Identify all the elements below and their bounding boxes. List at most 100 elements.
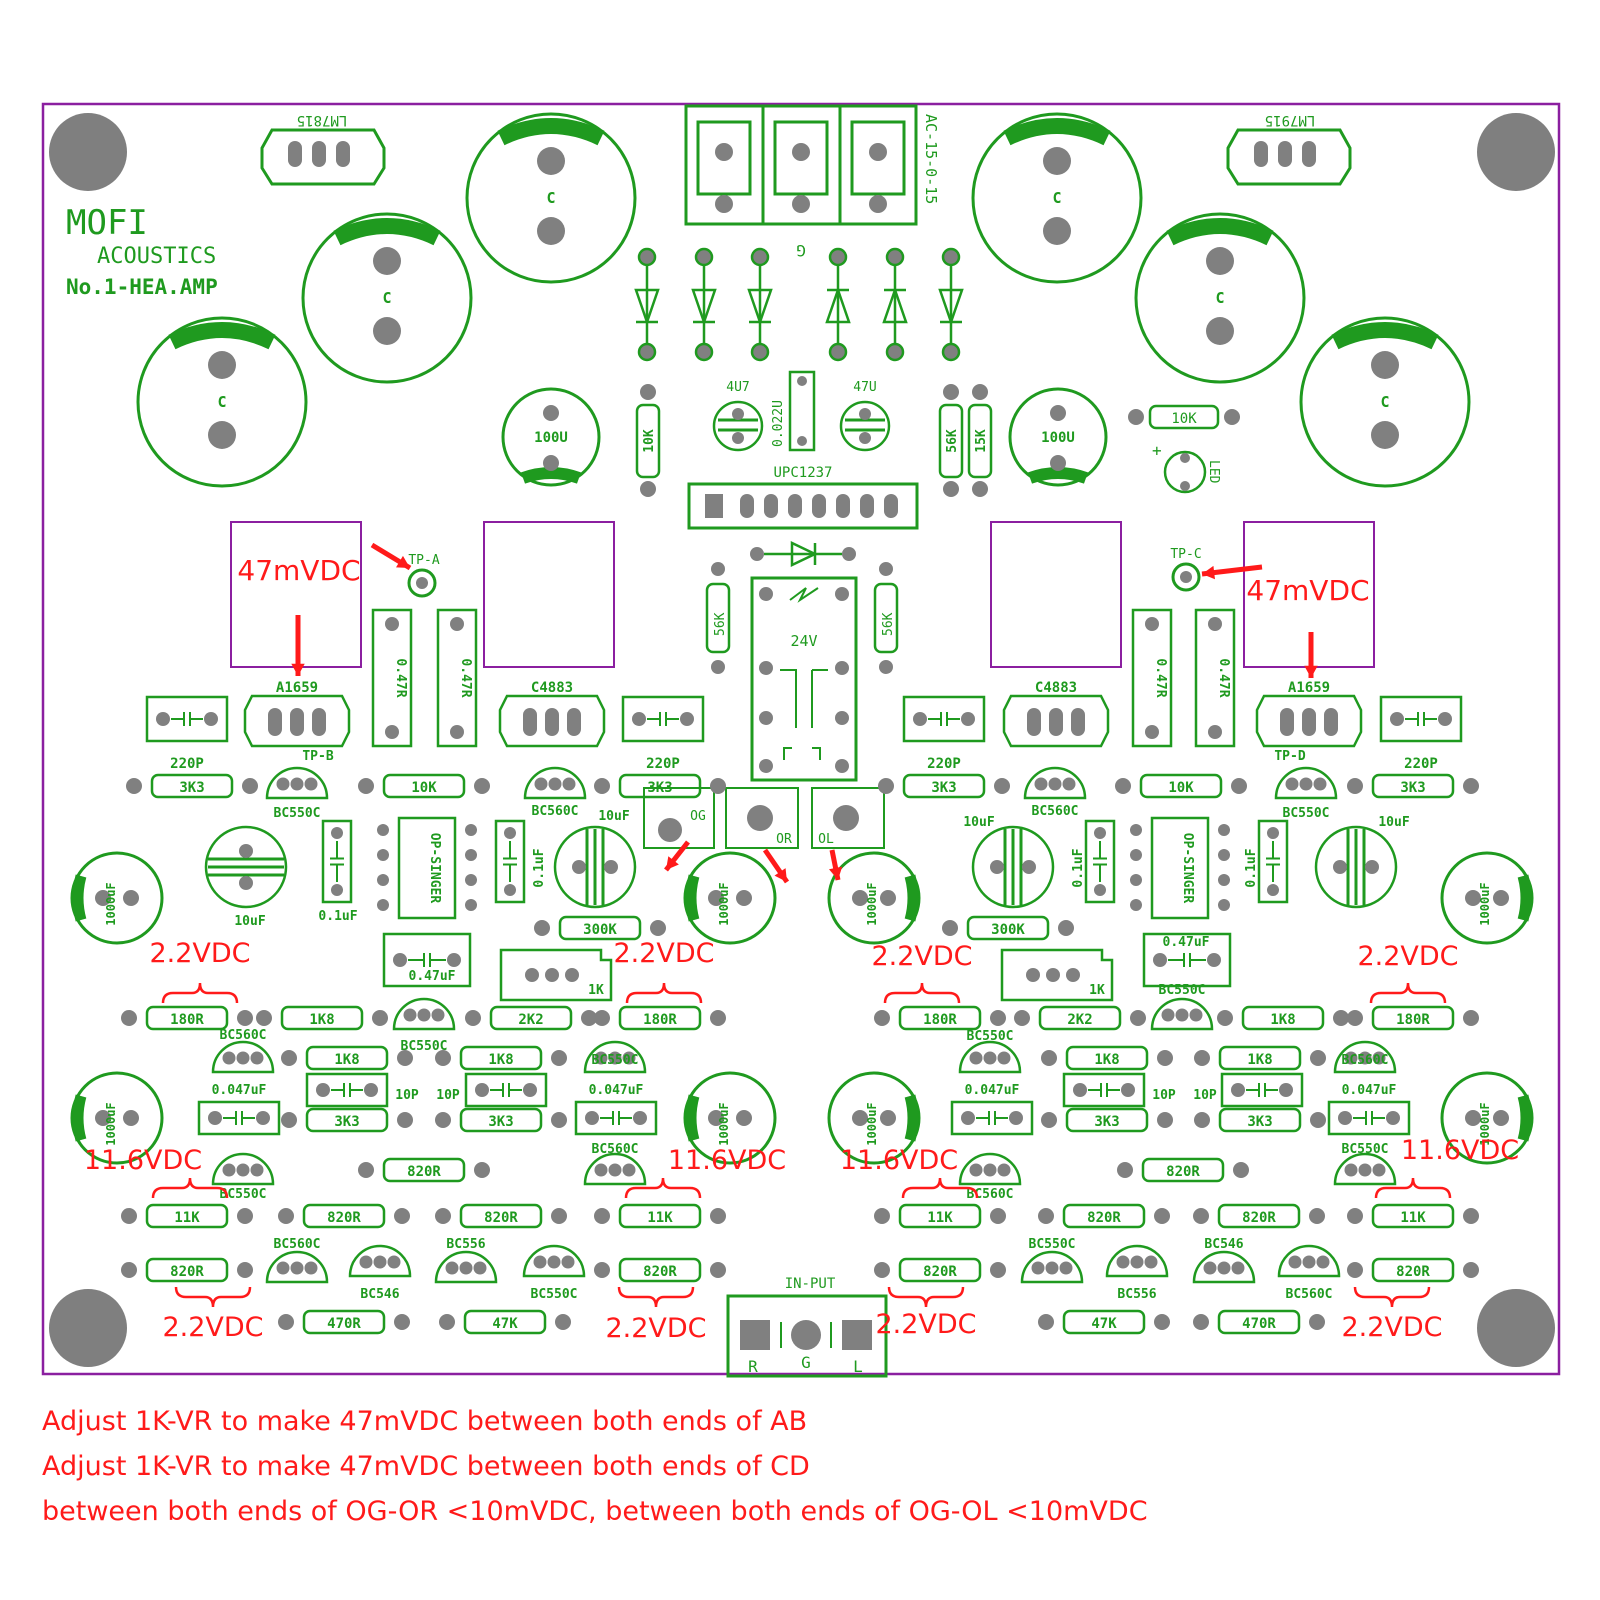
component-label: 3K3 (647, 780, 672, 796)
ac-connector (684, 104, 918, 226)
resistor-56k-right-label: 56K (881, 612, 896, 636)
component-label: BC560C (1342, 1053, 1389, 1068)
relay: 24V (750, 576, 858, 782)
resistor-047r: 0.47R (1131, 608, 1173, 748)
resistor: 3K3 (594, 773, 726, 799)
component-label: BC560C (1032, 804, 1079, 819)
film-capacitor (1142, 932, 1232, 988)
brand-sub: ACOUSTICS (97, 244, 216, 269)
annotation-arrowhead (291, 663, 305, 676)
component-label: 3K3 (334, 1114, 359, 1130)
film-capacitor (382, 932, 472, 988)
component-label: 0.47R (1153, 658, 1168, 697)
capacitor-1000uf: 1000uF (827, 851, 921, 945)
component-label: 0.47R (1216, 658, 1231, 697)
resistor: 470R (1193, 1309, 1325, 1335)
component-label: BC560C (1286, 1287, 1333, 1302)
component-label: 820R (407, 1164, 441, 1180)
transistor: BC550C (522, 1244, 586, 1302)
component-label: 0.47R (458, 658, 473, 697)
component-label: 10uF (234, 914, 265, 929)
component-label: 1K8 (309, 1012, 334, 1028)
resistor: 820R (1193, 1203, 1325, 1229)
input-connector: IN-PUT R G L (726, 1276, 888, 1378)
component-label: 15K (974, 429, 989, 453)
component-label: BC560C (274, 1237, 321, 1252)
resistor: 180R (594, 1005, 726, 1031)
capacitor-10uf (553, 825, 637, 909)
resistor: 11K (594, 1203, 726, 1229)
resistor: 820R (435, 1203, 567, 1229)
component-label: 10P (1152, 1088, 1176, 1103)
resistor: 1K8 (1194, 1045, 1326, 1071)
resistor: 11K (121, 1203, 253, 1229)
component-label: 11K (927, 1210, 953, 1226)
component-label: BC550C (967, 1029, 1014, 1044)
component-label: 1K (588, 983, 604, 998)
voltage-label: 2.2VDC (162, 1312, 263, 1343)
transistor: BC556 (1105, 1244, 1169, 1302)
component-label: 180R (1396, 1012, 1430, 1028)
annotation-brace (901, 1177, 979, 1199)
led: + LED (1152, 441, 1221, 494)
resistor: 1K8 (281, 1045, 413, 1071)
film-capacitor (321, 819, 353, 904)
resistor: 820R (358, 1157, 490, 1183)
film-capacitor (621, 695, 705, 743)
transistor: BC550C (265, 766, 329, 821)
component-label: BC560C (592, 1142, 639, 1157)
resistor: 11K (1347, 1203, 1479, 1229)
input-r-label: R (748, 1357, 758, 1376)
capacitor-1000uf: 1000uF (827, 1071, 921, 1165)
component-label: BC560C (967, 1187, 1014, 1202)
relay-label: 24V (790, 632, 817, 650)
component-label: BC550C (592, 1053, 639, 1068)
cap-47u: 47U (839, 380, 891, 452)
annotation-brace (624, 1177, 702, 1199)
test-point-or-label: OR (776, 832, 792, 847)
resistor: 180R (874, 1005, 1006, 1031)
component-label: 180R (643, 1012, 677, 1028)
resistor: 180R (121, 1005, 253, 1031)
led-label: LED (1206, 460, 1221, 484)
voltage-label: 11.6VDC (1401, 1135, 1519, 1166)
component-label: 0.47uF (409, 969, 456, 984)
relay-diode (750, 541, 856, 567)
cap-0022u: 0.022U (771, 370, 816, 452)
resistor: 820R (1117, 1157, 1249, 1183)
power-transistor: A1659 (243, 680, 351, 748)
transistor: BC550C (1150, 983, 1214, 1031)
voltage-label: 2.2VDC (875, 1309, 976, 1340)
component-label: 11K (647, 1210, 673, 1226)
component-label: 0.47R (393, 658, 408, 697)
component-label: 820R (170, 1264, 204, 1280)
resistor: 820R (1347, 1257, 1479, 1283)
ac-connector-label: AC-15-0-15 (922, 114, 940, 204)
component-label: 10uF (963, 815, 994, 830)
resistor: 470R (278, 1309, 410, 1335)
component-label: 0.047uF (1342, 1083, 1397, 1098)
power-transistor: C4883 (498, 680, 606, 748)
voltage-label: 2.2VDC (149, 938, 250, 969)
component-label: BC550C (1029, 1237, 1076, 1252)
test-point-a: TP-A (407, 553, 440, 598)
component-label: C (1380, 393, 1389, 411)
transistor: BC560C (211, 1028, 275, 1074)
resistor: 10K (358, 773, 490, 799)
component-label: C (1215, 289, 1224, 307)
component-label: 2K2 (1067, 1012, 1092, 1028)
input-g-label: G (801, 1353, 811, 1372)
resistor: 3K3 (1347, 773, 1479, 799)
test-point-ol-label: OL (818, 832, 834, 847)
capacitor-1000uf: 1000uF (683, 1071, 777, 1165)
resistor: 10K (1115, 773, 1247, 799)
transistor: BC560C (1333, 1040, 1397, 1074)
component-label: 10P (395, 1088, 419, 1103)
resistor: 11K (874, 1203, 1006, 1229)
rectifier-diodes (634, 247, 964, 362)
mounting-holes (49, 113, 1555, 1367)
resistor: 47K (439, 1309, 571, 1335)
component-label: 820R (1087, 1210, 1121, 1226)
component-label: BC546 (1204, 1237, 1243, 1252)
resistor: 3K3 (878, 773, 1010, 799)
